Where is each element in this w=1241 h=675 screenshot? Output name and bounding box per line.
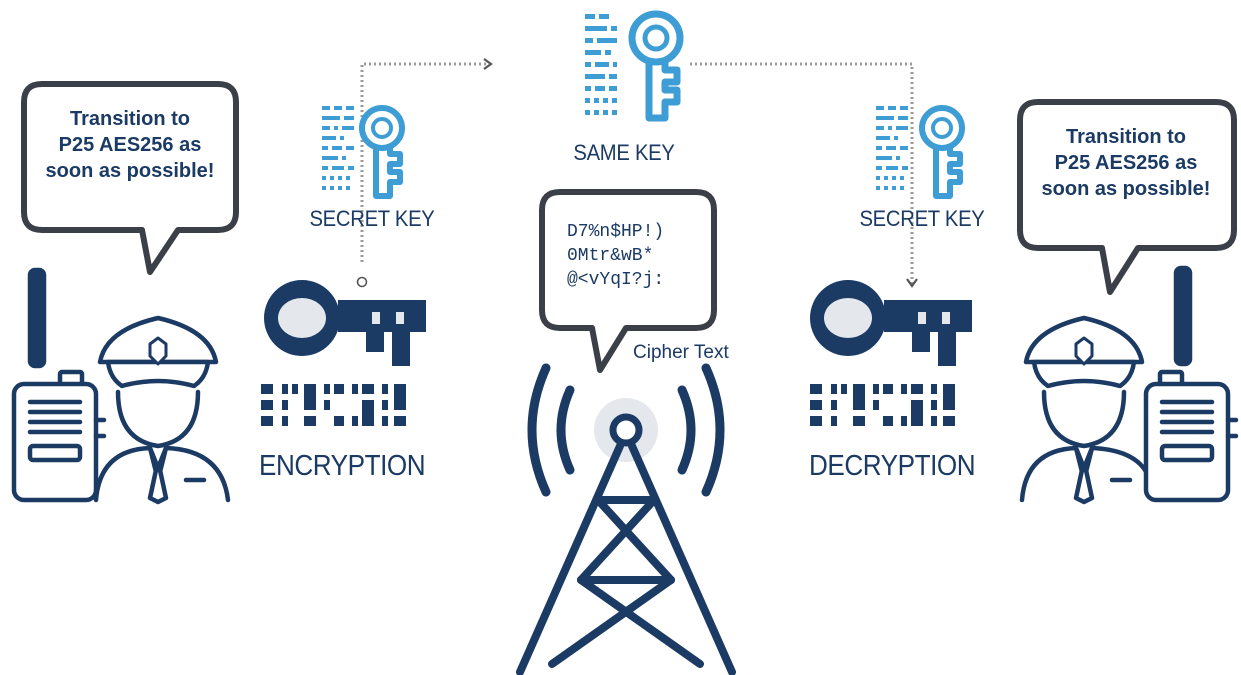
cipher-line-1: D7%n$HP!) bbox=[567, 222, 665, 242]
right-speech-bubble bbox=[1017, 99, 1237, 295]
encryption-data-pattern bbox=[261, 384, 406, 426]
left-secret-key-icon bbox=[322, 105, 405, 199]
encryption-key-icon bbox=[264, 280, 426, 366]
decryption-data-pattern bbox=[810, 384, 955, 426]
left-speech-bubble bbox=[21, 81, 239, 275]
connector-top-left bbox=[356, 58, 493, 288]
radio-tower-icon bbox=[516, 363, 736, 675]
decryption-key-label: SECRET KEY bbox=[859, 206, 985, 231]
cipher-line-2: 0Mtr&wB* bbox=[567, 246, 654, 266]
left-officer-icon bbox=[11, 267, 231, 505]
connector-top-right bbox=[690, 62, 918, 288]
same-key-icon bbox=[585, 10, 684, 122]
right-speech-line-1: Transition to bbox=[1066, 126, 1186, 148]
cipher-text-block: D7%n$HP!) 0Mtr&wB* @<vYqI?j: bbox=[567, 220, 664, 292]
encryption-key-label: SECRET KEY bbox=[309, 206, 435, 231]
same-key-label: SAME KEY bbox=[573, 140, 675, 165]
decryption-key-icon bbox=[810, 280, 972, 366]
right-speech-text: Transition to P25 AES256 as soon as poss… bbox=[1031, 124, 1221, 202]
left-speech-text: Transition to P25 AES256 as soon as poss… bbox=[35, 106, 225, 184]
right-speech-line-3: soon as possible! bbox=[1041, 178, 1211, 200]
right-officer-icon bbox=[1019, 265, 1239, 505]
cipher-line-3: @<vYqI?j: bbox=[567, 270, 665, 290]
cipher-text-caption: Cipher Text bbox=[633, 342, 729, 363]
encryption-label: ENCRYPTION bbox=[259, 450, 426, 482]
left-speech-line-1: Transition to bbox=[70, 108, 190, 130]
left-speech-line-3: soon as possible! bbox=[45, 160, 215, 182]
right-secret-key-icon bbox=[876, 105, 965, 199]
right-speech-line-2: P25 AES256 as bbox=[1054, 152, 1198, 174]
cipher-speech-bubble bbox=[539, 189, 717, 373]
left-speech-line-2: P25 AES256 as bbox=[58, 134, 202, 156]
decryption-label: DECRYPTION bbox=[809, 450, 976, 482]
